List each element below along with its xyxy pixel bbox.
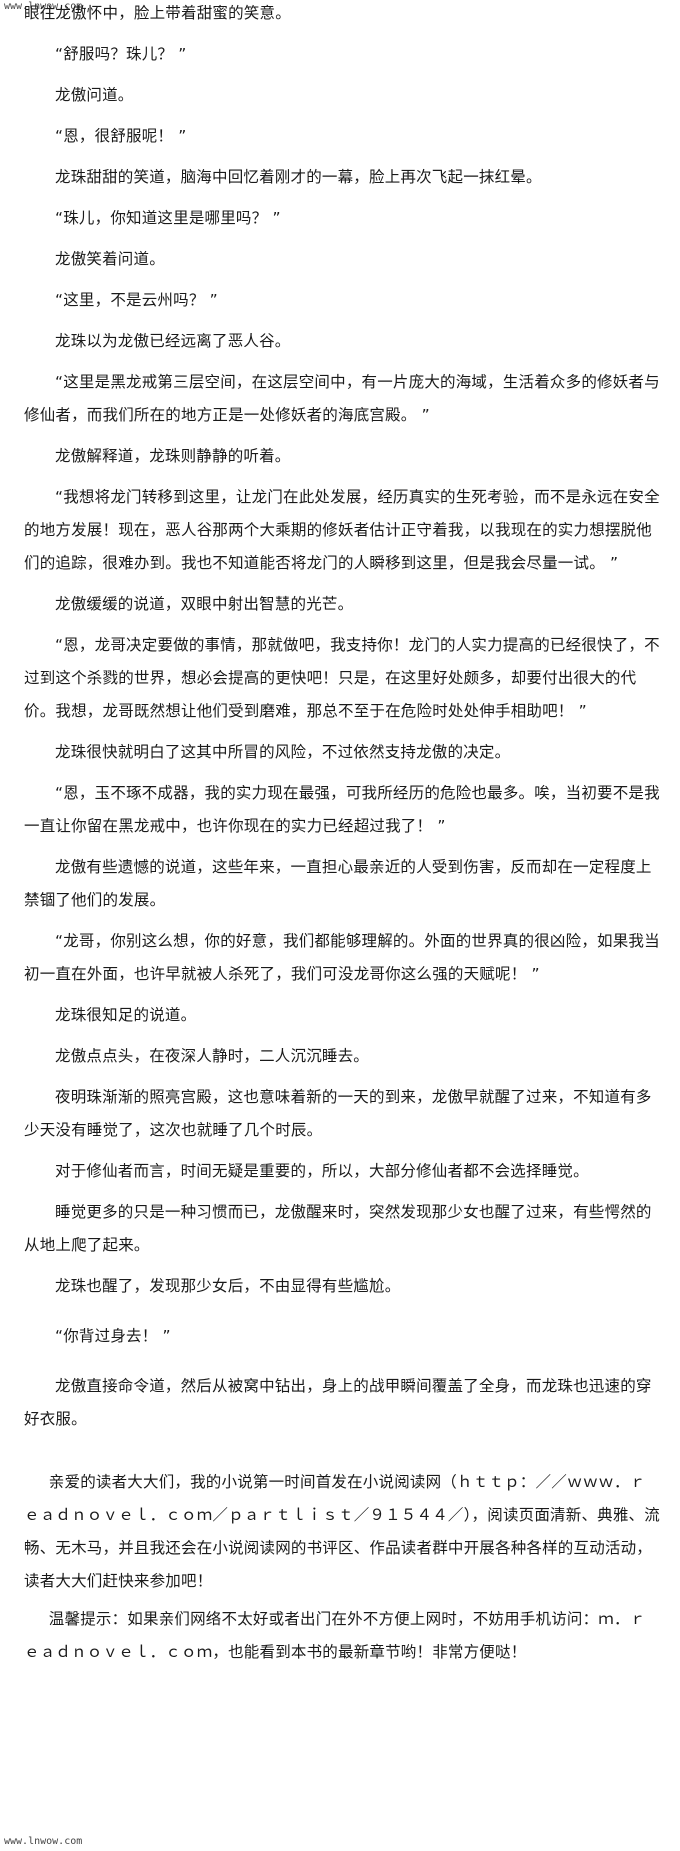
paragraph-15: 龙珠很快就明白了这其中所冒的风险，不过依然支持龙傲的决定。 <box>55 743 511 761</box>
watermark-bottom: www.lnwow.com <box>4 1836 83 1847</box>
paragraph-16: “恩，玉不琢不成器，我的实力现在最强，可我所经历的危险也最多。唉，当初要不是我一… <box>24 784 660 835</box>
paragraph-11: 龙傲解释道，龙珠则静静的听着。 <box>55 447 291 465</box>
paragraph-26: 龙傲直接命令道，然后从被窝中钻出，身上的战甲瞬间覆盖了全身，而龙珠也迅速的穿好衣… <box>24 1377 652 1428</box>
watermark-top: www.lnwow.com <box>4 1 83 12</box>
paragraph-5: 龙珠甜甜的笑道，脑海中回忆着刚才的一幕，脸上再次飞起一抹红晕。 <box>55 168 542 186</box>
paragraph-9: 龙珠以为龙傲已经远离了恶人谷。 <box>55 332 291 350</box>
paragraph-2: “舒服吗？珠儿？ ” <box>55 45 187 63</box>
paragraph-22: 对于修仙者而言，时间无疑是重要的，所以，大部分修仙者都不会选择睡觉。 <box>55 1162 589 1180</box>
paragraph-14: “恩，龙哥决定要做的事情，那就做吧，我支持你！龙门的人实力提高的已经很快了，不过… <box>24 636 660 720</box>
paragraph-13: 龙傲缓缓的说道，双眼中射出智慧的光芒。 <box>55 595 354 613</box>
paragraph-23: 睡觉更多的只是一种习惯而已，龙傲醒来时，突然发现那少女也醒了过来，有些愕然的从地… <box>24 1203 652 1254</box>
paragraph-21: 夜明珠渐渐的照亮宫殿，这也意味着新的一天的到来，龙傲早就醒了过来，不知道有多少天… <box>24 1088 652 1139</box>
paragraph-17: 龙傲有些遗憾的说道，这些年来，一直担心最亲近的人受到伤害，反而却在一定程度上禁锢… <box>24 858 652 909</box>
paragraph-28-tip: 温馨提示：如果亲们网络不太好或者出门在外不方便上网时，不妨用手机访问：ｍ．ｒｅａ… <box>24 1610 646 1661</box>
paragraph-10: “这里是黑龙戒第三层空间，在这层空间中，有一片庞大的海域，生活着众多的修妖者与修… <box>24 373 660 424</box>
paragraph-20: 龙傲点点头，在夜深人静时，二人沉沉睡去。 <box>55 1047 370 1065</box>
paragraph-6: “珠儿，你知道这里是哪里吗？ ” <box>55 209 281 227</box>
paragraph-8: “这里，不是云州吗？ ” <box>55 291 218 309</box>
paragraph-19: 龙珠很知足的说道。 <box>55 1006 197 1024</box>
paragraph-18: “龙哥，你别这么想，你的好意，我们都能够理解的。外面的世界真的很凶险，如果我当初… <box>24 932 660 983</box>
paragraph-1: 眼往龙傲怀中，脸上带着甜蜜的笑意。 <box>24 4 291 22</box>
paragraph-3: 龙傲问道。 <box>55 86 134 104</box>
paragraph-4: “恩，很舒服呢！ ” <box>55 127 187 145</box>
paragraph-27-notice: 亲爱的读者大大们，我的小说第一时间首发在小说阅读网（ｈｔｔｐ：／／ｗｗｗ．ｒｅａ… <box>24 1473 660 1590</box>
paragraph-25: “你背过身去！ ” <box>55 1327 171 1345</box>
paragraph-7: 龙傲笑着问道。 <box>55 250 165 268</box>
paragraph-24: 龙珠也醒了，发现那少女后，不由显得有些尴尬。 <box>55 1277 401 1295</box>
paragraph-12: “我想将龙门转移到这里，让龙门在此处发展，经历真实的生死考验，而不是永远在安全的… <box>24 488 660 572</box>
